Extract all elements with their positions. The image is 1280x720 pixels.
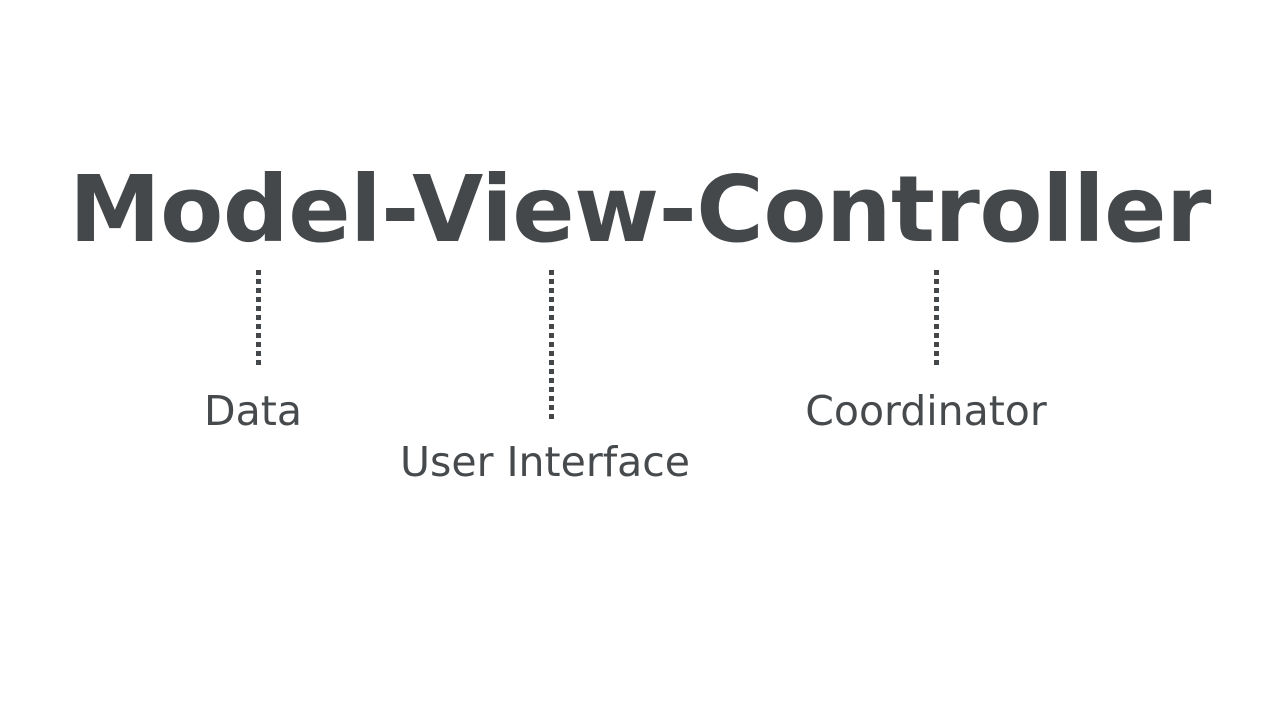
controller-connector-dotted-line [934, 270, 939, 368]
view-connector-dotted-line [549, 270, 554, 420]
model-connector-dotted-line [256, 270, 261, 368]
label-model-data: Data [204, 387, 302, 435]
page-title: Model-View-Controller [69, 156, 1211, 263]
label-controller-coordinator: Coordinator [805, 387, 1047, 435]
label-view-user-interface: User Interface [399, 438, 691, 486]
